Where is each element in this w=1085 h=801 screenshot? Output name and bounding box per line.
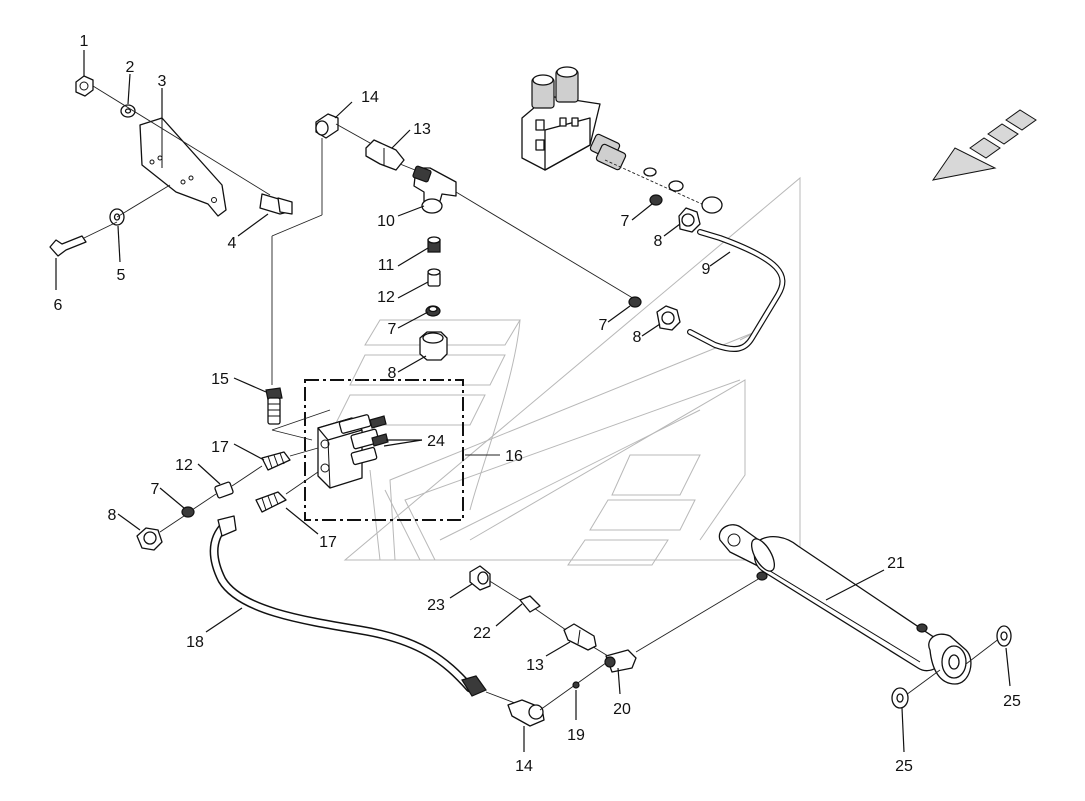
ring-7-lower	[181, 506, 195, 518]
callout-14-top: 14	[361, 89, 379, 106]
tee-20	[605, 649, 637, 673]
callout-8-lower: 8	[108, 507, 117, 524]
callout-15: 15	[211, 371, 229, 388]
callout-20: 20	[613, 701, 631, 718]
callout-21: 21	[887, 555, 905, 572]
callout-7-lower: 7	[151, 481, 160, 498]
callout-8-top: 8	[388, 365, 397, 382]
callout-17-bottom: 17	[319, 534, 337, 551]
callout-22: 22	[473, 625, 491, 642]
callout-1: 1	[80, 33, 89, 50]
forward-direction-arrow	[931, 109, 1037, 181]
upper-pipe-line	[271, 113, 701, 385]
callout-5: 5	[117, 267, 126, 284]
hydraulic-cylinder-21	[718, 524, 1001, 696]
bolt-6	[49, 235, 87, 257]
callout-leaders	[55, 50, 1011, 753]
bracket-3	[139, 117, 227, 217]
callout-8-upper: 8	[654, 233, 663, 250]
adapter-13-top	[365, 139, 405, 171]
callout-18: 18	[186, 634, 204, 651]
callout-12-top: 12	[377, 289, 395, 306]
washers-25	[891, 625, 1012, 709]
callout-6: 6	[54, 297, 63, 314]
fitting-17-bottom	[255, 491, 287, 513]
banjo-bolt-15	[265, 387, 283, 401]
nut-1	[75, 75, 94, 97]
callout-labels: 1 2 3 4 5 6 14 13 10 11 12 7 8 7 8 9 7 8…	[54, 33, 1021, 775]
ball-19	[572, 681, 580, 689]
watermark-logo	[334, 176, 801, 566]
callout-14-bottom: 14	[515, 758, 533, 775]
callout-3: 3	[158, 73, 167, 90]
sleeve-12-lower	[214, 481, 234, 499]
callout-2: 2	[126, 59, 135, 76]
pipe-9	[687, 229, 786, 353]
callout-23: 23	[427, 597, 445, 614]
callout-4: 4	[228, 235, 237, 252]
callout-16: 16	[505, 448, 523, 465]
callout-7-mid: 7	[599, 317, 608, 334]
ring-7-upper	[649, 194, 663, 206]
callout-7-top: 7	[388, 321, 397, 338]
flow-valve-assembly	[136, 379, 500, 551]
callout-25-right: 25	[1003, 693, 1021, 710]
adapter-13-bottom	[563, 623, 597, 651]
callout-8-mid: 8	[633, 329, 642, 346]
callout-19: 19	[567, 727, 585, 744]
callout-25-left: 25	[895, 758, 913, 775]
lower-pipe-line	[469, 565, 761, 727]
callout-13-top: 13	[413, 121, 431, 138]
hose-18	[209, 515, 521, 706]
callout-10: 10	[377, 213, 395, 230]
callout-11: 11	[378, 257, 395, 274]
ring-7-mid	[628, 296, 642, 308]
callout-12-lower: 12	[175, 457, 193, 474]
callout-17-top: 17	[211, 439, 229, 456]
mounting-bracket-group	[49, 75, 293, 257]
callout-7-upper: 7	[621, 213, 630, 230]
assembly-16-frame	[304, 379, 464, 521]
callout-9: 9	[702, 261, 711, 278]
control-valve-block	[521, 66, 723, 214]
adapter-22	[519, 595, 541, 613]
callout-24: 24	[427, 433, 445, 450]
callout-13-bottom: 13	[526, 657, 544, 674]
